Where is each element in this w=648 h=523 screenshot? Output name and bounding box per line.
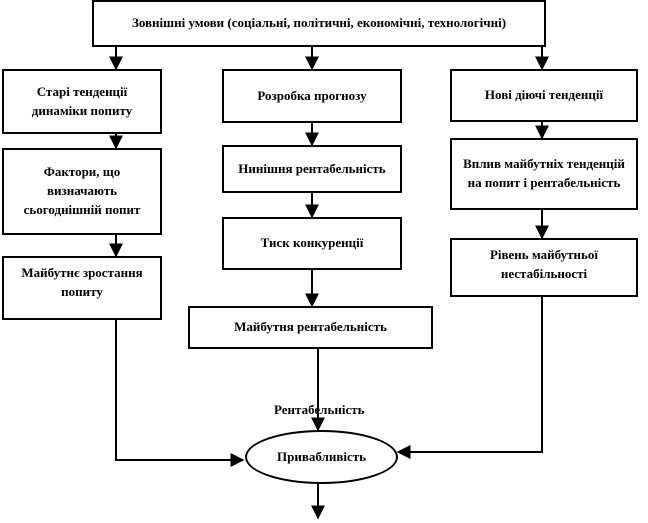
arrow-col3-to-attractiveness xyxy=(396,297,543,459)
external-conditions-box: Зовнішні умови (соціальні, політичні, ек… xyxy=(92,0,546,47)
forecast-development-text: Розробка прогнозу xyxy=(257,87,367,103)
current-profitability-box: Нинішня рентабельність xyxy=(222,145,402,193)
current-profitability-text: Нинішня рентабельність xyxy=(238,160,386,176)
old-demand-trends-text: Старі тенденції динаміки попиту xyxy=(31,83,133,118)
future-demand-growth-box: Майбутнє зростання попиту xyxy=(2,256,162,320)
profitability-label: Рентабельність xyxy=(274,402,365,417)
old-demand-trends-box: Старі тенденції динаміки попиту xyxy=(2,69,162,134)
competition-pressure-box: Тиск конкуренції xyxy=(222,217,402,270)
future-trends-impact-box: Вплив майбутніх тенденцій на попит і рен… xyxy=(450,138,638,210)
future-profitability-text: Майбутня рентабельність xyxy=(234,319,387,335)
future-demand-growth-text: Майбутнє зростання попиту xyxy=(21,265,143,299)
attractiveness-node: Привабливість xyxy=(245,430,398,484)
future-profitability-box: Майбутня рентабельність xyxy=(188,306,433,349)
future-instability-box: Рівень майбутньої нестабільності xyxy=(450,238,638,297)
forecast-development-box: Розробка прогнозу xyxy=(222,69,402,123)
new-trends-box: Нові діючі тенденції xyxy=(450,69,638,122)
competition-pressure-text: Тиск конкуренції xyxy=(260,235,364,251)
current-demand-factors-text: Фактори, що визначають сьогоднішній попи… xyxy=(23,164,141,217)
future-trends-impact-text: Вплив майбутніх тенденцій на попит і рен… xyxy=(463,156,625,190)
new-trends-text: Нові діючі тенденції xyxy=(484,87,604,103)
attractiveness-text: Привабливість xyxy=(277,449,366,464)
arrow-col1-to-attractiveness xyxy=(115,320,245,467)
future-instability-text: Рівень майбутньої нестабільності xyxy=(489,247,599,281)
current-demand-factors-box: Фактори, що визначають сьогоднішній попи… xyxy=(2,148,162,235)
external-conditions-text: Зовнішні умови (соціальні, політичні, ек… xyxy=(131,15,507,31)
